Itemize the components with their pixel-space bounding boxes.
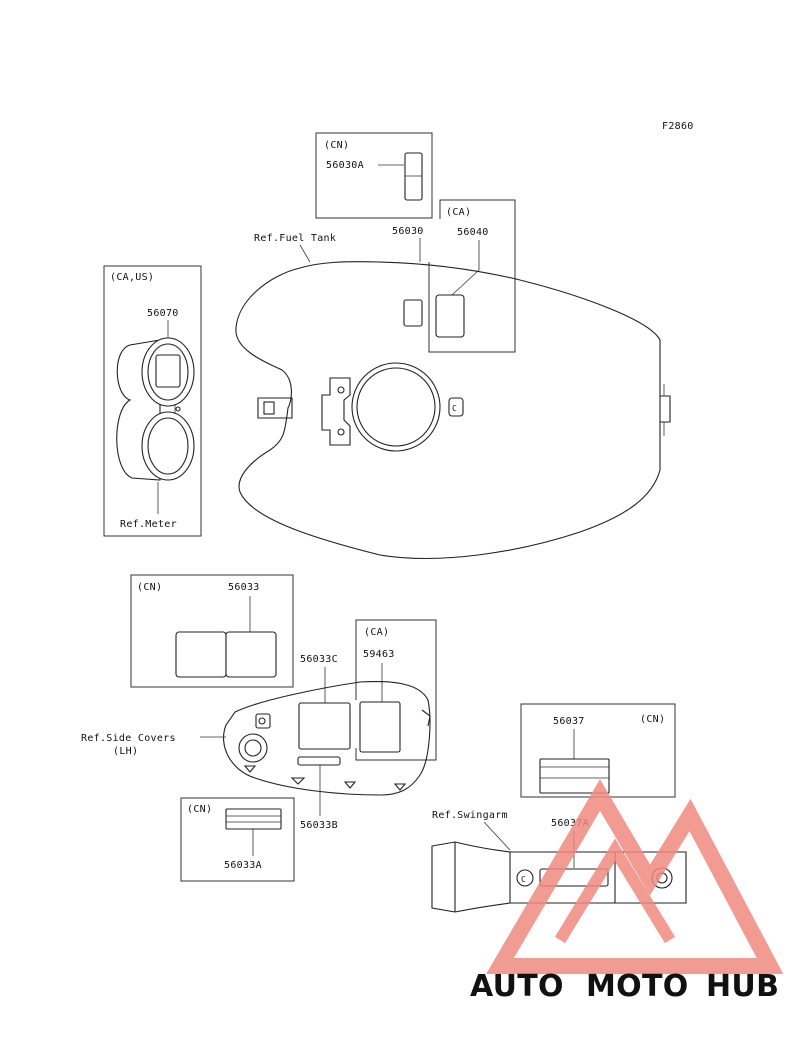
callout-box-meter: (CA,US) 56070 Ref.Meter <box>103 265 202 537</box>
ref-fuel-tank-label: Ref.Fuel Tank <box>254 233 336 244</box>
decal-56030A <box>404 152 423 201</box>
filler-neck <box>351 362 441 452</box>
callout-box-56033: (CN) 56033 <box>130 574 294 688</box>
figure-code: F2860 <box>662 121 694 132</box>
ref-side-covers-label: Ref.Side Covers <box>81 733 176 744</box>
callout-box-56040: (CA) 56040 <box>428 199 516 353</box>
watermark-logo <box>486 779 784 974</box>
ref-meter-label: Ref.Meter <box>120 519 177 530</box>
svg-text:C: C <box>521 875 526 884</box>
decal-56030 <box>403 299 423 327</box>
region-label-cn-56033A: (CN) <box>187 804 212 815</box>
side-cover-lh <box>223 681 431 796</box>
part-number-56030[interactable]: 56030 <box>392 226 424 237</box>
decal-59463 <box>359 701 401 753</box>
region-label-cn-top: (CN) <box>324 140 349 151</box>
region-label-ca-us: (CA,US) <box>110 272 154 283</box>
region-label-ca-tank: (CA) <box>446 207 471 218</box>
region-label-cn-56033: (CN) <box>137 582 162 593</box>
part-number-56033A[interactable]: 56033A <box>224 860 262 871</box>
part-number-56070[interactable]: 56070 <box>147 308 179 319</box>
part-number-59463[interactable]: 59463 <box>363 649 395 660</box>
decal-56033C <box>298 702 351 750</box>
part-number-56037A[interactable]: 56037A <box>551 818 589 829</box>
part-number-56033C[interactable]: 56033C <box>300 654 338 665</box>
fuel-tank: Ref.Fuel Tank C <box>235 233 671 559</box>
decal-56033-left <box>175 631 227 678</box>
watermark-moto: MOTO <box>586 969 689 1004</box>
decal-56070 <box>155 354 181 388</box>
part-number-56037[interactable]: 56037 <box>553 716 585 727</box>
callout-box-56033A: (CN) 56033A <box>180 797 295 882</box>
callout-box-59463: (CA) 59463 <box>355 619 437 761</box>
decal-56033-right <box>225 631 277 678</box>
part-number-56030A[interactable]: 56030A <box>326 160 364 171</box>
part-number-56033[interactable]: 56033 <box>228 582 260 593</box>
part-number-56033B[interactable]: 56033B <box>300 820 338 831</box>
part-number-56040[interactable]: 56040 <box>457 227 489 238</box>
decal-56040 <box>435 294 465 338</box>
svg-text:C: C <box>452 404 457 413</box>
region-label-ca-59463: (CA) <box>364 627 389 638</box>
decal-56037 <box>539 758 610 794</box>
region-label-cn-56037: (CN) <box>640 714 665 725</box>
watermark-auto: AUTO <box>470 969 564 1004</box>
side-cover-lh-label: (LH) <box>113 746 138 757</box>
watermark-triangle-icon <box>486 779 784 974</box>
watermark-hub: HUB <box>706 969 779 1004</box>
decal-56033B <box>297 756 341 766</box>
callout-box-56030A: (CN) 56030A <box>315 132 433 219</box>
decal-56033A <box>225 808 282 830</box>
meter-assembly <box>116 337 195 481</box>
ref-swingarm-label: Ref.Swingarm <box>432 810 508 821</box>
